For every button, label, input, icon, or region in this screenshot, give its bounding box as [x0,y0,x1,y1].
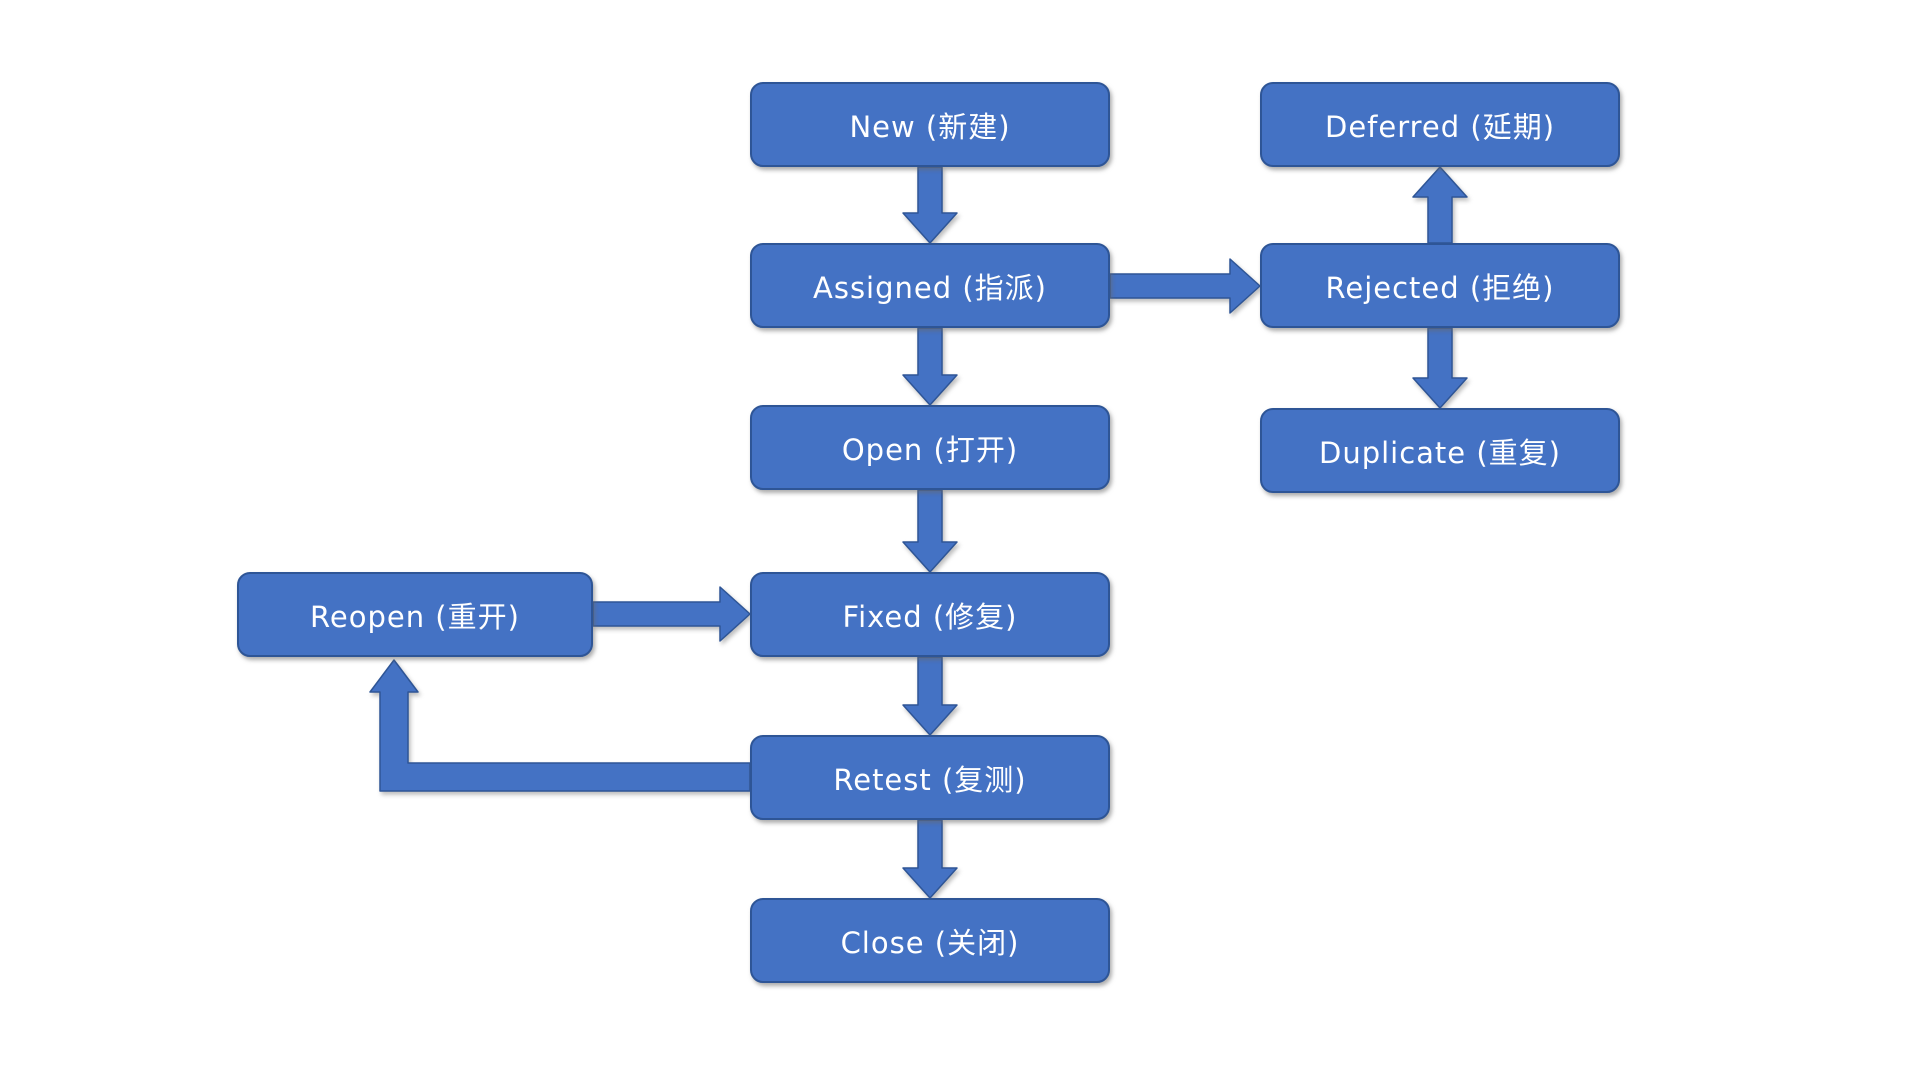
node-deferred: Deferred (延期) [1260,82,1620,167]
node-close-label: Close (关闭) [840,925,1020,960]
node-duplicate-label: Duplicate (重复) [1318,435,1561,470]
node-close: Close (关闭) [750,898,1110,983]
edge-retest-to-reopen-arrow [369,659,751,792]
edge-assigned-to-open-arrow [902,327,958,406]
node-reopen-label: Reopen (重开) [310,599,520,634]
node-new: New (新建) [750,82,1110,167]
edge-assigned-to-rejected-arrow [1109,258,1261,314]
node-new-label: New (新建) [849,109,1011,144]
edge-open-to-fixed-arrow [902,489,958,573]
node-assigned: Assigned (指派) [750,243,1110,328]
edge-rejected-to-duplicate-arrow [1412,327,1468,409]
node-open: Open (打开) [750,405,1110,490]
node-open-label: Open (打开) [841,432,1019,467]
node-retest: Retest (复测) [750,735,1110,820]
node-rejected-label: Rejected (拒绝) [1325,270,1555,305]
node-fixed: Fixed (修复) [750,572,1110,657]
edge-fixed-to-retest-arrow [902,656,958,736]
edge-reopen-to-fixed-arrow [592,586,751,642]
node-duplicate: Duplicate (重复) [1260,408,1620,493]
edge-rejected-to-deferred-arrow [1412,166,1468,244]
node-deferred-label: Deferred (延期) [1324,109,1556,144]
node-retest-label: Retest (复测) [833,762,1027,797]
node-reopen: Reopen (重开) [237,572,593,657]
node-assigned-label: Assigned (指派) [813,270,1047,305]
node-rejected: Rejected (拒绝) [1260,243,1620,328]
edge-new-to-assigned-arrow [902,166,958,244]
node-fixed-label: Fixed (修复) [842,599,1018,634]
edge-retest-to-close-arrow [902,819,958,899]
